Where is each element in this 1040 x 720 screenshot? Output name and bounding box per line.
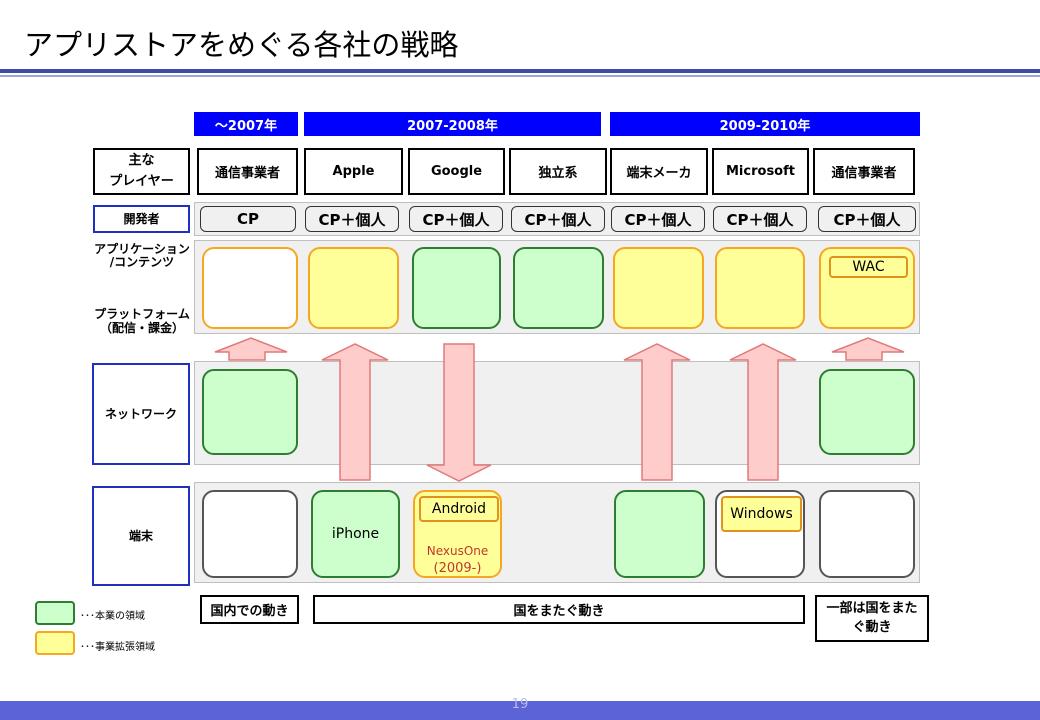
android-label: Android xyxy=(419,496,499,522)
row-label-developer: 開発者 xyxy=(93,205,190,233)
arrow-up-small-7 xyxy=(831,337,905,361)
developer-cell-7: CP＋個人 xyxy=(818,206,916,232)
windows-label: Windows xyxy=(721,496,802,532)
title-rule xyxy=(0,69,1040,73)
row-label-platform: プラットフォーム （配信・課金） xyxy=(94,307,190,335)
device-cell-1 xyxy=(202,490,298,578)
period-header-3: 2009-2010年 xyxy=(610,112,920,136)
nexusone-year: (2009-) xyxy=(433,560,482,576)
footer-bar xyxy=(0,701,1040,720)
page-number: 19 xyxy=(511,697,529,712)
developer-cell-1: CP xyxy=(200,206,296,232)
device-cell-apple xyxy=(311,490,400,578)
arrow-up-small-1 xyxy=(214,337,288,361)
app-cell-2 xyxy=(308,247,399,329)
network-band xyxy=(194,361,920,465)
legend-swatch-expansion xyxy=(35,631,75,655)
title-rule-thin xyxy=(0,75,1040,77)
device-cell-7 xyxy=(819,490,915,578)
row-label-network: ネットワーク xyxy=(92,363,190,465)
nexusone-label: NexusOne xyxy=(426,544,489,558)
legend-label-expansion: ･･･事業拡張領域 xyxy=(80,642,155,653)
developer-cell-5: CP＋個人 xyxy=(611,206,705,232)
player-carrier-2: 通信事業者 xyxy=(813,148,915,195)
developer-cell-2: CP＋個人 xyxy=(305,206,399,232)
developer-cell-6: CP＋個人 xyxy=(713,206,807,232)
players-header: 主な プレイヤー xyxy=(93,148,190,195)
network-cell-1 xyxy=(202,369,298,455)
app-cell-1 xyxy=(202,247,298,329)
page-title: アプリストアをめぐる各社の戦略 xyxy=(24,28,459,62)
app-cell-3 xyxy=(412,247,501,329)
player-apple: Apple xyxy=(304,148,403,195)
iphone-label: iPhone xyxy=(331,526,380,542)
legend-swatch-core xyxy=(35,601,75,625)
legend-label-core: ･･･本業の領域 xyxy=(80,611,145,622)
row-label-app: アプリケーション /コンテンツ xyxy=(94,242,190,270)
network-cell-7 xyxy=(819,369,915,455)
player-device-maker: 端末メーカ xyxy=(610,148,708,195)
app-cell-4 xyxy=(513,247,604,329)
developer-cell-4: CP＋個人 xyxy=(511,206,605,232)
player-independent: 独立系 xyxy=(509,148,607,195)
period-header-1: ～2007年 xyxy=(194,112,298,136)
device-band xyxy=(194,482,920,583)
domestic-box: 国内での動き xyxy=(200,595,299,624)
wac-label: WAC xyxy=(829,256,908,278)
developer-band xyxy=(194,202,920,236)
period-header-2: 2007-2008年 xyxy=(304,112,601,136)
app-cell-6 xyxy=(715,247,805,329)
partial-cross-border-box: 一部は国をまたぐ動き xyxy=(815,595,929,642)
row-label-device: 端末 xyxy=(92,486,190,586)
player-microsoft: Microsoft xyxy=(712,148,809,195)
player-google: Google xyxy=(408,148,505,195)
player-carrier-1: 通信事業者 xyxy=(197,148,298,195)
cross-border-box: 国をまたぐ動き xyxy=(313,595,805,624)
app-cell-5 xyxy=(613,247,704,329)
developer-cell-3: CP＋個人 xyxy=(409,206,503,232)
device-cell-maker xyxy=(614,490,705,578)
